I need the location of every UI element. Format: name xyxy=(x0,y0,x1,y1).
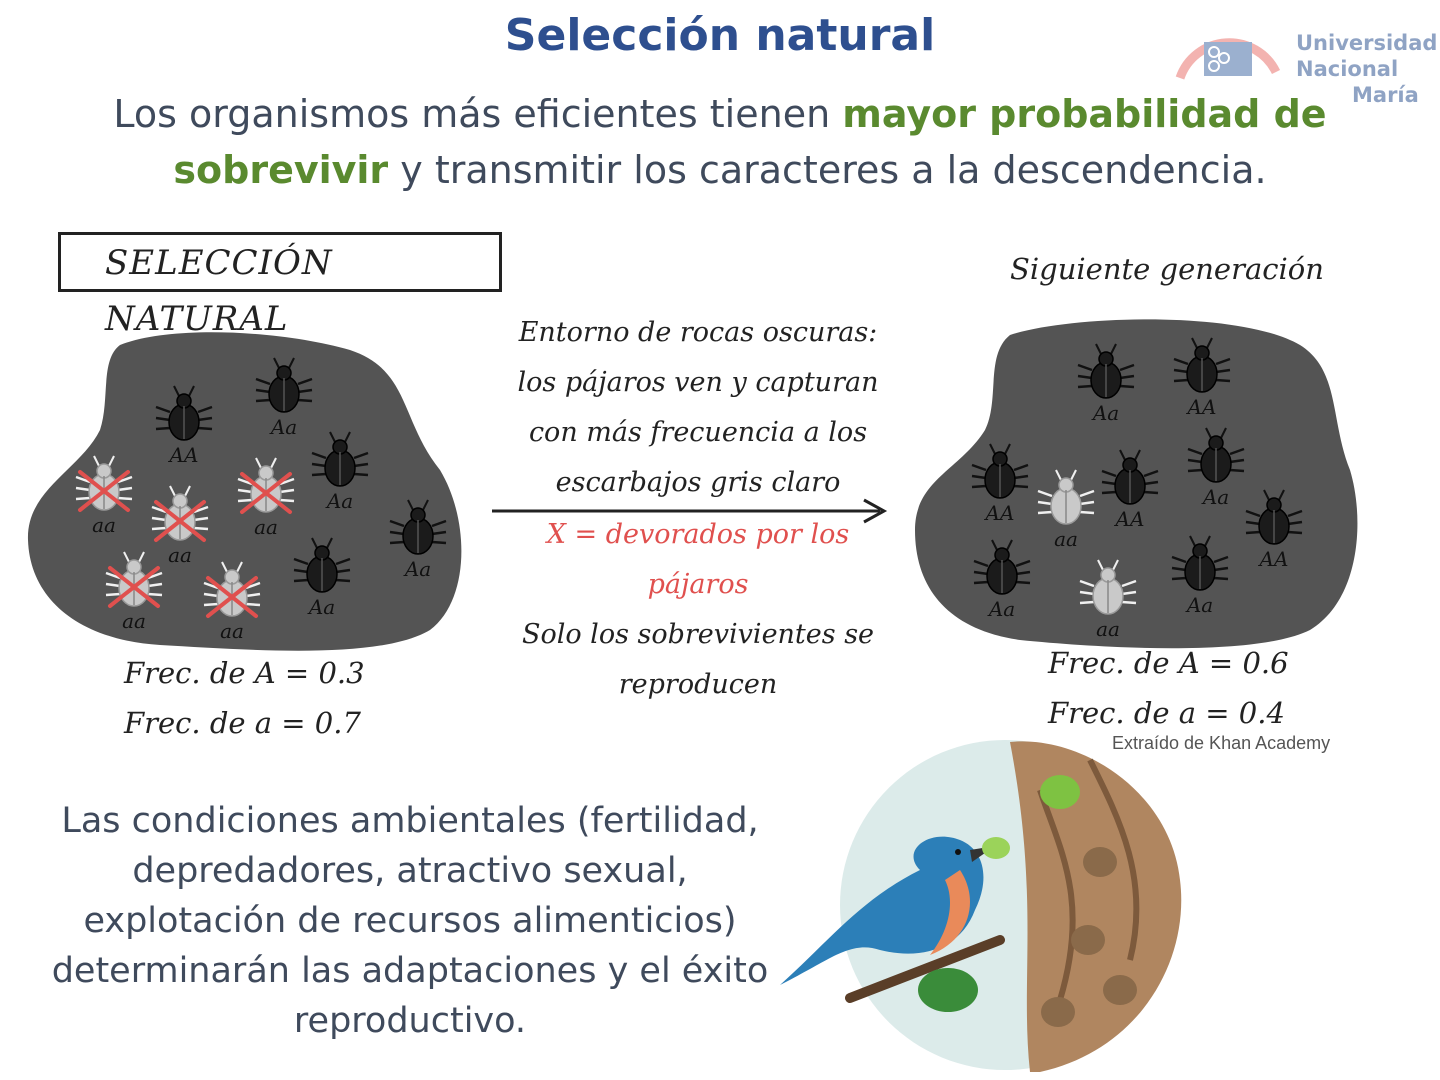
right-beetle-genotype-1: Aa xyxy=(1091,401,1119,425)
right-beetle-genotype-6: AA xyxy=(1258,547,1289,571)
logo-line3: María xyxy=(1352,83,1419,107)
left-beetle-genotype-10: aa xyxy=(220,619,244,643)
left-beetle-genotype-6: aa xyxy=(92,513,116,537)
eaten-line-1: X = devorados por los xyxy=(546,519,850,550)
natural-selection-box: SELECCIÓN NATURAL xyxy=(58,232,502,339)
right-beetle-1: Aa xyxy=(1077,343,1135,425)
left-beetle-5: Aa xyxy=(293,537,351,619)
left-beetle-genotype-3: Aa xyxy=(325,489,353,513)
left-beetle-10: aa xyxy=(203,561,261,643)
left-beetle-genotype-7: aa xyxy=(168,543,192,567)
environment-line-2: los pájaros ven y capturan xyxy=(517,367,879,398)
left-beetle-genotype-5: Aa xyxy=(307,595,335,619)
middle-explanation: Entorno de rocas oscuras: los pájaros ve… xyxy=(498,308,898,710)
eaten-line-2: pájaros xyxy=(647,569,749,600)
left-beetle-genotype-2: Aa xyxy=(269,415,297,439)
environment-line-4: escarbajos gris claro xyxy=(555,467,841,498)
left-beetle-genotype-1: AA xyxy=(168,443,199,467)
right-beetle-2: AA xyxy=(1173,337,1231,419)
subtitle-highlight1: mayor probabilidad de xyxy=(842,92,1327,136)
right-beetle-7: Aa xyxy=(973,539,1031,621)
arrow-head xyxy=(863,498,888,524)
left-beetle-7: aa xyxy=(151,485,209,567)
next-generation-label: Siguiente generación xyxy=(1010,252,1324,286)
right-beetle-genotype-4: AA xyxy=(1114,507,1145,531)
logo-line1: Universidad xyxy=(1296,31,1438,55)
environment-line-1: Entorno de rocas oscuras: xyxy=(518,317,878,348)
university-logo-icon xyxy=(1175,38,1281,80)
right-beetle-4: AA xyxy=(1101,449,1159,531)
right-beetle-genotype-5: Aa xyxy=(1201,485,1229,509)
right-beetle-9: aa xyxy=(1037,469,1095,551)
right-beetle-8: Aa xyxy=(1171,535,1229,617)
right-freq-A: Frec. de A = 0.6 xyxy=(1048,646,1289,680)
left-beetle-6: aa xyxy=(75,455,133,537)
left-beetle-genotype-4: Aa xyxy=(403,557,431,581)
left-beetle-8: aa xyxy=(237,457,295,539)
survivor-line-1: Solo los sobrevivientes se xyxy=(521,619,875,650)
left-frequencies: Frec. de A = 0.3 Frec. de a = 0.7 xyxy=(124,648,365,748)
right-beetle-5: Aa xyxy=(1187,427,1245,509)
left-beetle-1: AA xyxy=(155,385,213,467)
right-freq-a: Frec. de a = 0.4 xyxy=(1048,696,1285,730)
left-freq-A: Frec. de A = 0.3 xyxy=(124,656,365,690)
logo-line2: Nacional xyxy=(1296,57,1399,81)
left-beetle-genotype-8: aa xyxy=(254,515,278,539)
survivor-line-2: reproducen xyxy=(618,669,778,700)
body-paragraph: Las condiciones ambientales (fertilidad,… xyxy=(51,801,769,1041)
slide-subtitle: Los organismos más eficientes tienen may… xyxy=(90,86,1350,198)
right-beetle-genotype-9: aa xyxy=(1054,527,1078,551)
left-beetle-4: Aa xyxy=(389,499,447,581)
right-beetle-6: AA xyxy=(1245,489,1303,571)
right-beetle-genotype-10: aa xyxy=(1096,617,1120,641)
right-beetle-3: AA xyxy=(971,443,1029,525)
bird-scene xyxy=(780,740,1182,1072)
left-freq-a: Frec. de a = 0.7 xyxy=(124,706,361,740)
subtitle-part2: y transmitir los caracteres a la descend… xyxy=(388,148,1267,192)
right-beetle-10: aa xyxy=(1079,559,1137,641)
right-beetle-genotype-8: Aa xyxy=(1185,593,1213,617)
left-beetle-genotype-9: aa xyxy=(122,609,146,633)
right-frequencies: Frec. de A = 0.6 Frec. de a = 0.4 xyxy=(1048,638,1289,738)
left-beetle-9: aa xyxy=(105,551,163,633)
left-beetle-2: Aa xyxy=(255,357,313,439)
subtitle-part1: Los organismos más eficientes tienen xyxy=(113,92,843,136)
environment-line-3: con más frecuencia a los xyxy=(528,417,868,448)
subtitle-highlight2: sobrevivir xyxy=(173,148,389,192)
slide-title: Selección natural xyxy=(504,10,936,61)
right-beetle-genotype-3: AA xyxy=(984,501,1015,525)
university-logo-text: Universidad Nacional María xyxy=(1296,30,1437,108)
right-beetle-genotype-2: AA xyxy=(1186,395,1217,419)
right-beetle-genotype-7: Aa xyxy=(987,597,1015,621)
left-beetle-3: Aa xyxy=(311,431,369,513)
image-credit: Extraído de Khan Academy xyxy=(1112,733,1331,753)
